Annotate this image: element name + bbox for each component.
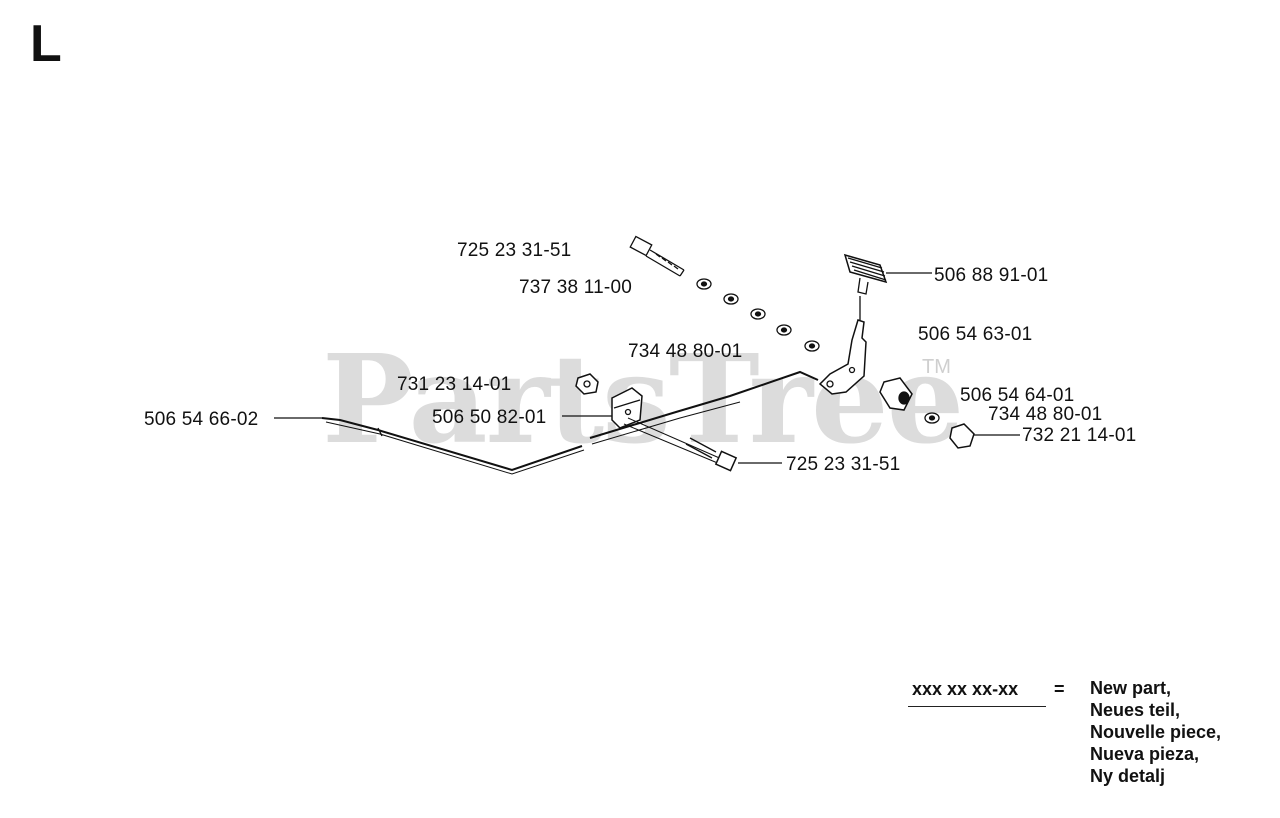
part-label-725-23-31-51-top: 725 23 31-51 xyxy=(457,240,572,261)
legend-line-1: New part, xyxy=(1090,678,1172,698)
bolt-bottom xyxy=(623,417,738,472)
part-label-725-23-31-51-bottom: 725 23 31-51 xyxy=(786,454,901,475)
part-label-506-50-82-01: 506 50 82-01 xyxy=(432,407,547,428)
part-label-732-21-14-01: 732 21 14-01 xyxy=(1022,425,1137,446)
legend-line-4: Nueva pieza, xyxy=(1090,744,1200,764)
throttle-lever xyxy=(818,296,867,395)
legend-underline xyxy=(908,706,1046,707)
part-label-506-54-66-02: 506 54 66-02 xyxy=(144,409,259,430)
cable-rod-right xyxy=(589,370,819,439)
part-label-506-54-64-01: 506 54 64-01 xyxy=(960,385,1075,406)
washers xyxy=(696,278,820,352)
legend-text: New part, Neues teil, Nouvelle piece, Nu… xyxy=(1090,677,1221,787)
part-label-731-23-14-01: 731 23 14-01 xyxy=(397,374,512,395)
part-label-506-88-91-01: 506 88 91-01 xyxy=(934,265,1049,286)
control-knob xyxy=(843,253,888,295)
legend-line-5: Ny detalj xyxy=(1090,766,1166,786)
washer-right xyxy=(924,412,940,424)
cable-rod-left xyxy=(321,417,583,472)
section-letter: L xyxy=(30,15,62,73)
nut-left xyxy=(575,373,599,395)
cable-bracket xyxy=(611,387,643,429)
nut-right xyxy=(949,423,975,449)
part-label-737-38-11-00: 737 38 11-00 xyxy=(519,277,632,298)
legend-equals: = xyxy=(1054,679,1065,699)
legend-line-2: Neues teil, xyxy=(1090,700,1181,720)
part-label-506-54-63-01: 506 54 63-01 xyxy=(918,324,1033,345)
spacer xyxy=(879,377,913,411)
bolt-top xyxy=(629,235,685,277)
part-label-734-48-80-01-mid: 734 48 80-01 xyxy=(628,341,743,362)
trademark-mark: TM xyxy=(922,356,951,378)
legend-line-3: Nouvelle piece, xyxy=(1090,722,1222,742)
legend-key: xxx xx xx-xx xyxy=(912,679,1019,699)
part-label-734-48-80-01-right: 734 48 80-01 xyxy=(988,404,1103,425)
